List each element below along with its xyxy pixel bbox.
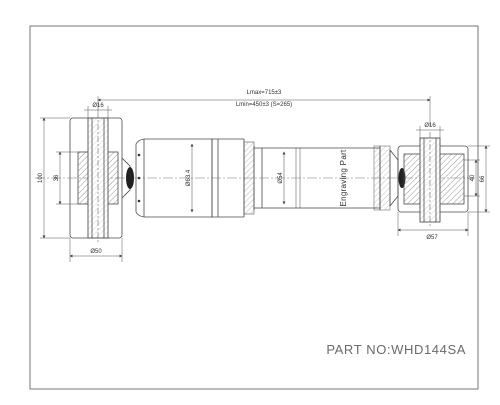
left-hole-label: Ø16 bbox=[92, 103, 104, 109]
left-eye-mount bbox=[69, 112, 134, 244]
left-inner-height-label: 36 bbox=[54, 174, 60, 181]
body-diameter-label: Ø63.4 bbox=[186, 169, 192, 186]
rod-dust-cover bbox=[254, 145, 399, 211]
right-eye-mount bbox=[397, 132, 469, 228]
left-outer-height-label: 100 bbox=[38, 172, 44, 183]
cylinder-body bbox=[135, 138, 255, 218]
lmin-label: Lmin=450±3 (S=265) bbox=[236, 102, 292, 108]
length-dimension bbox=[97, 96, 431, 126]
right-dimensions bbox=[397, 126, 490, 236]
left-width-label: Ø50 bbox=[90, 249, 102, 255]
engraving-part-label: Engraving Part bbox=[339, 149, 348, 207]
right-width-label: Ø57 bbox=[426, 235, 438, 241]
left-dimensions bbox=[40, 106, 123, 262]
right-inner-height-label: 40 bbox=[470, 174, 476, 181]
right-hole-label: Ø16 bbox=[424, 123, 436, 129]
rod-diameter-label: Ø54 bbox=[278, 172, 284, 184]
right-outer-height-label: 66 bbox=[480, 175, 486, 182]
part-number: PART NO:WHD144SA bbox=[326, 342, 466, 357]
drawing-frame bbox=[29, 25, 479, 390]
lmax-label: Lmax=715±3 bbox=[247, 90, 282, 96]
